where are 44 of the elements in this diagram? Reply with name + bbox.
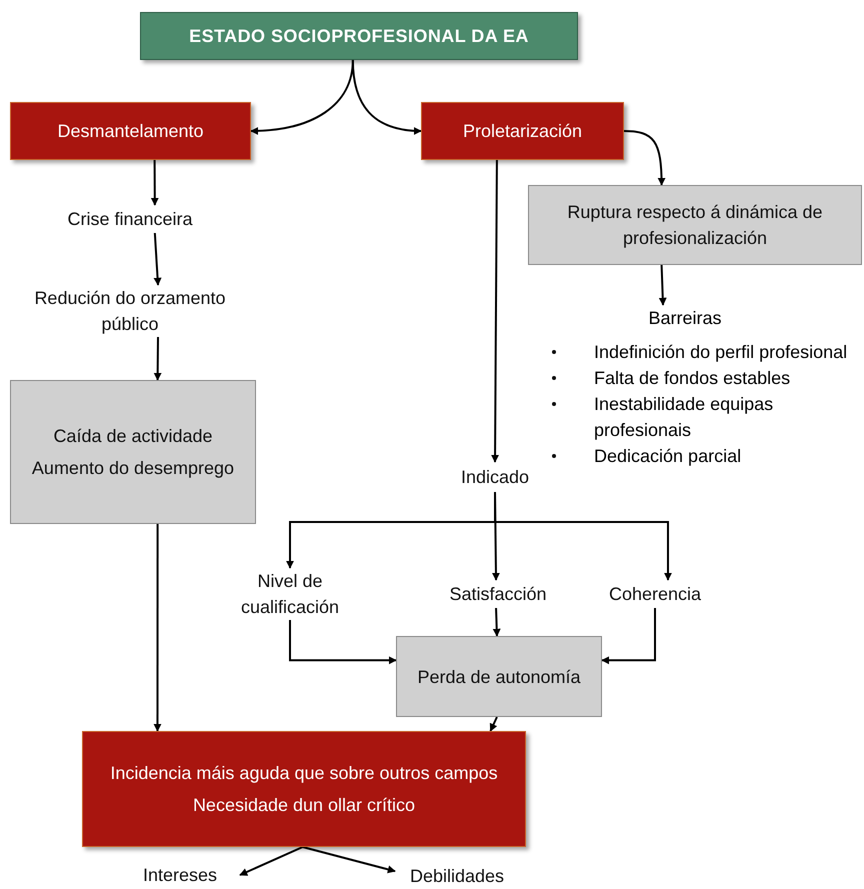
node-label: Crise financeira [40, 205, 220, 233]
box-label: Necesidade dun ollar crítico [192, 794, 416, 817]
highlight-box [421, 102, 624, 160]
arrow [494, 492, 672, 581]
node-label: Debilidades [395, 864, 519, 888]
node-label: Indicado [445, 462, 545, 492]
arrow [658, 264, 667, 306]
process-box [10, 380, 256, 524]
arrow [352, 60, 422, 135]
arrow [239, 846, 304, 876]
arrow [490, 716, 498, 732]
process-box [396, 636, 602, 717]
node-label: Redución do orzamento público [30, 285, 230, 337]
node-label: Intereses [120, 862, 240, 888]
arrow [289, 620, 397, 664]
box-label: Proletarización [462, 120, 582, 143]
arrow [153, 524, 162, 732]
node-label: Nivel de cualificación [225, 568, 355, 620]
list-item: Falta de fondos estables [594, 367, 790, 390]
highlight-box [82, 731, 526, 847]
highlight-box [10, 102, 251, 160]
arrow [491, 160, 500, 463]
box-label: ESTADO SOCIOPROFESIONAL DA EA [189, 25, 529, 48]
box-label: Incidencia máis aguda que sobre outros campos [110, 762, 498, 785]
arrow [154, 336, 162, 381]
box-label: Ruptura respecto á dinámica de profesionalización [566, 201, 824, 250]
box-label: Perda de autonomía [417, 666, 581, 688]
node-label: Coherencia [600, 580, 710, 608]
arrow [302, 846, 396, 874]
list-item: Dedicación parcial [594, 445, 742, 468]
box-label: Caída de actividade [53, 425, 213, 448]
arrow [492, 608, 501, 637]
arrow [154, 232, 162, 286]
node-label: Satisfacción [428, 580, 568, 608]
list-item: Indefinición do perfil profesional [594, 341, 848, 364]
title-box [140, 12, 578, 60]
arrow [150, 160, 159, 206]
list-heading: Barreiras [648, 307, 723, 330]
arrow [624, 130, 666, 186]
box-label: Aumento do desemprego [32, 457, 234, 480]
process-box [528, 185, 862, 265]
box-label: Desmantelamento [57, 120, 204, 143]
arrow [601, 608, 656, 664]
list-item: Inestabilidade equipas profesionais [594, 393, 774, 442]
